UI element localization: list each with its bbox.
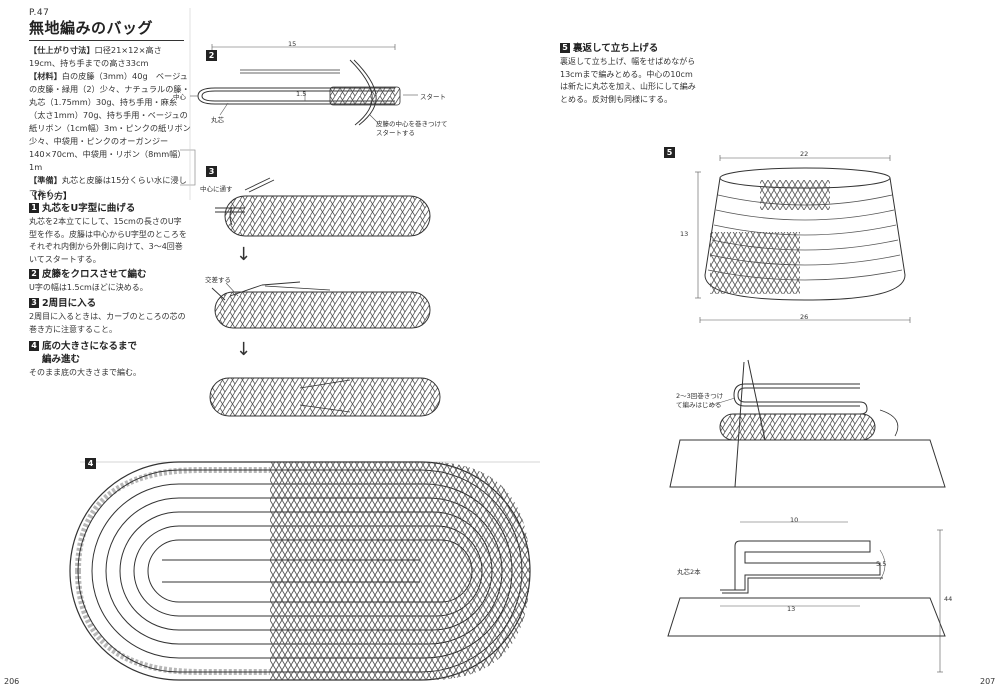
page-reference: P.47 <box>29 8 50 18</box>
dim-5-5: 5.5 <box>876 560 887 568</box>
materials-tag: 【材料】 <box>29 71 62 81</box>
materials-text: 白の皮籐（3mm）40g ベージュの皮籐・緑用（2）少々、ナチュラルの籐・丸芯（… <box>29 71 191 172</box>
figure-5-zigzag <box>667 521 946 673</box>
step-body: 裏返して立ち上げ、幅をせばめながら13cmまで編みとめる。中心の10cmは新たに… <box>560 57 696 104</box>
label-center: 中心 <box>173 93 186 101</box>
step-number: 3 <box>29 298 39 308</box>
method-heading: 【作り方】 <box>29 192 72 202</box>
label-pass-center: 中心に通す <box>200 185 233 193</box>
specification-block: 【仕上がり寸法】口径21×12×高さ19cm、持ち手までの高さ33cm 【材料】… <box>29 44 191 200</box>
label-core: 丸芯 <box>211 116 224 124</box>
dim-22: 22 <box>800 150 809 158</box>
page-title: 無地編みのバッグ <box>29 19 154 37</box>
figure-2-badge: 2 <box>206 50 217 61</box>
step-number: 5 <box>560 43 570 53</box>
title-rule <box>29 40 184 41</box>
step-number: 1 <box>29 203 39 213</box>
step-title: 底の大きさになるまで <box>42 341 138 352</box>
figure-3-stage-c <box>209 377 441 417</box>
step-body: そのまま底の大きさまで編む。 <box>29 368 141 377</box>
step-title: 皮籐をクロスさせて編む <box>42 269 147 280</box>
step-number: 4 <box>29 341 39 351</box>
arrow-down-2: ↓ <box>236 339 251 360</box>
dim-44: 44 <box>944 595 953 603</box>
step-title-cont: 編み進む <box>42 354 81 365</box>
step-body: 2周目に入るときは、カーブのところの芯の巻き方に注意すること。 <box>29 312 186 334</box>
dim-26: 26 <box>800 313 809 321</box>
figure-3-stage-b <box>211 281 431 329</box>
figure-5-wrap <box>669 359 946 488</box>
figure-5-badge: 5 <box>664 147 675 158</box>
note-wrap-center: 皮籐の中心を巻きつけてスタートする <box>376 120 448 137</box>
figure-3-stage-a <box>215 177 431 237</box>
step-title: 丸芯をU字型に曲げる <box>42 203 136 214</box>
label-start: スタート <box>420 93 446 101</box>
size-tag: 【仕上がり寸法】 <box>29 45 95 55</box>
label-cross: 交差する <box>205 276 231 284</box>
label-two-cores: 丸芯2本 <box>677 568 701 576</box>
step-body: 丸芯を2本立てにして、15cmの長さのU字型を作る。皮籐は中心からU字型のところ… <box>29 217 187 264</box>
step-title: 2周目に入る <box>42 298 97 309</box>
dim-15: 15 <box>288 40 297 48</box>
step-body: U字の幅は1.5cmほどに決める。 <box>29 283 148 292</box>
size-text: 口径21×12×高さ19cm、持ち手までの高さ33cm <box>29 45 162 68</box>
prep-text: 丸芯と皮籐は15分くらい水に浸しておく。 <box>29 175 187 198</box>
note-wrap-start: 2～3回巻きつけて編みはじめる <box>676 392 724 409</box>
step-title: 裏返して立ち上げる <box>573 43 659 54</box>
dim-13-width: 13 <box>787 605 796 613</box>
figure-4 <box>69 461 540 681</box>
figure-2 <box>190 44 418 126</box>
figure-5-basket <box>695 155 911 323</box>
page-number-right: 207 <box>980 677 996 686</box>
figure-4-badge: 4 <box>85 458 96 469</box>
prep-tag: 【準備】 <box>29 175 62 185</box>
step-number: 2 <box>29 269 39 279</box>
arrow-down-1: ↓ <box>236 244 251 265</box>
page-number-left: 206 <box>4 677 20 686</box>
dim-1-5: 1.5 <box>296 90 307 98</box>
dim-10: 10 <box>790 516 799 524</box>
bracket-line <box>180 149 196 186</box>
figure-3-badge: 3 <box>206 166 217 177</box>
dim-13-height: 13 <box>680 230 689 238</box>
